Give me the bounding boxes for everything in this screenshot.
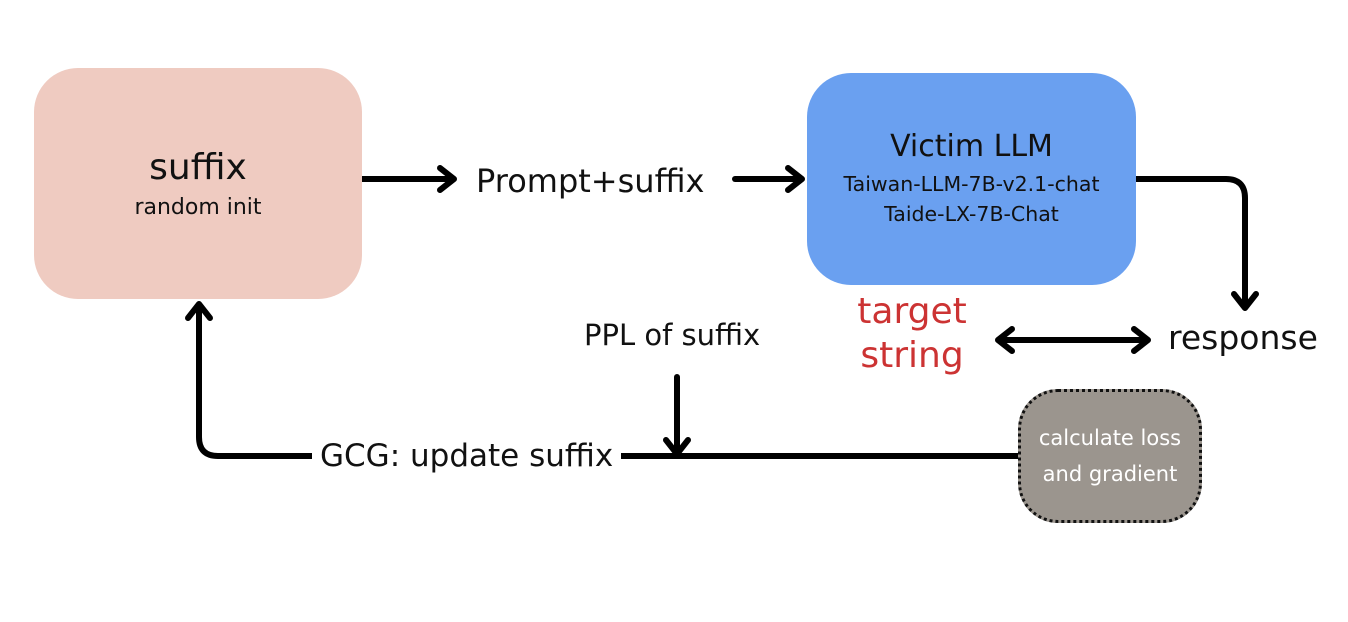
victim-model-2: Taide-LX-7B-Chat [884,202,1059,226]
ppl-label: PPL of suffix [584,318,761,352]
calc-line-2: and gradient [1042,462,1178,486]
gcg-update-label: GCG: update suffix [312,438,622,474]
arrowhead-response [1231,291,1259,311]
arrow-victim-to-response [1133,176,1248,309]
calc-loss-node: calculate loss and gradient [1018,389,1202,523]
prompt-suffix-label: Prompt+suffix [476,162,705,200]
arrowhead-victim [785,165,805,193]
arrowhead-target-right [1131,326,1151,354]
target-line-2: string [860,335,964,376]
victim-model-1: Taiwan-LLM-7B-v2.1-chat [843,172,1100,196]
arrowhead-prompt [437,165,457,193]
target-string-label: target string [852,290,972,378]
victim-title: Victim LLM [890,129,1053,164]
victim-llm-node: Victim LLM Taiwan-LLM-7B-v2.1-chat Taide… [807,73,1136,285]
arrowhead-suffix [185,301,213,321]
arrow-calc-to-suffix [196,303,1021,459]
suffix-title: suffix [149,147,247,188]
calc-line-1: calculate loss [1038,426,1182,450]
response-label: response [1168,318,1318,357]
suffix-subtitle: random init [134,195,262,220]
arrowhead-target-left [995,326,1015,354]
suffix-node: suffix random init [34,68,362,299]
target-line-1: target [857,291,967,332]
